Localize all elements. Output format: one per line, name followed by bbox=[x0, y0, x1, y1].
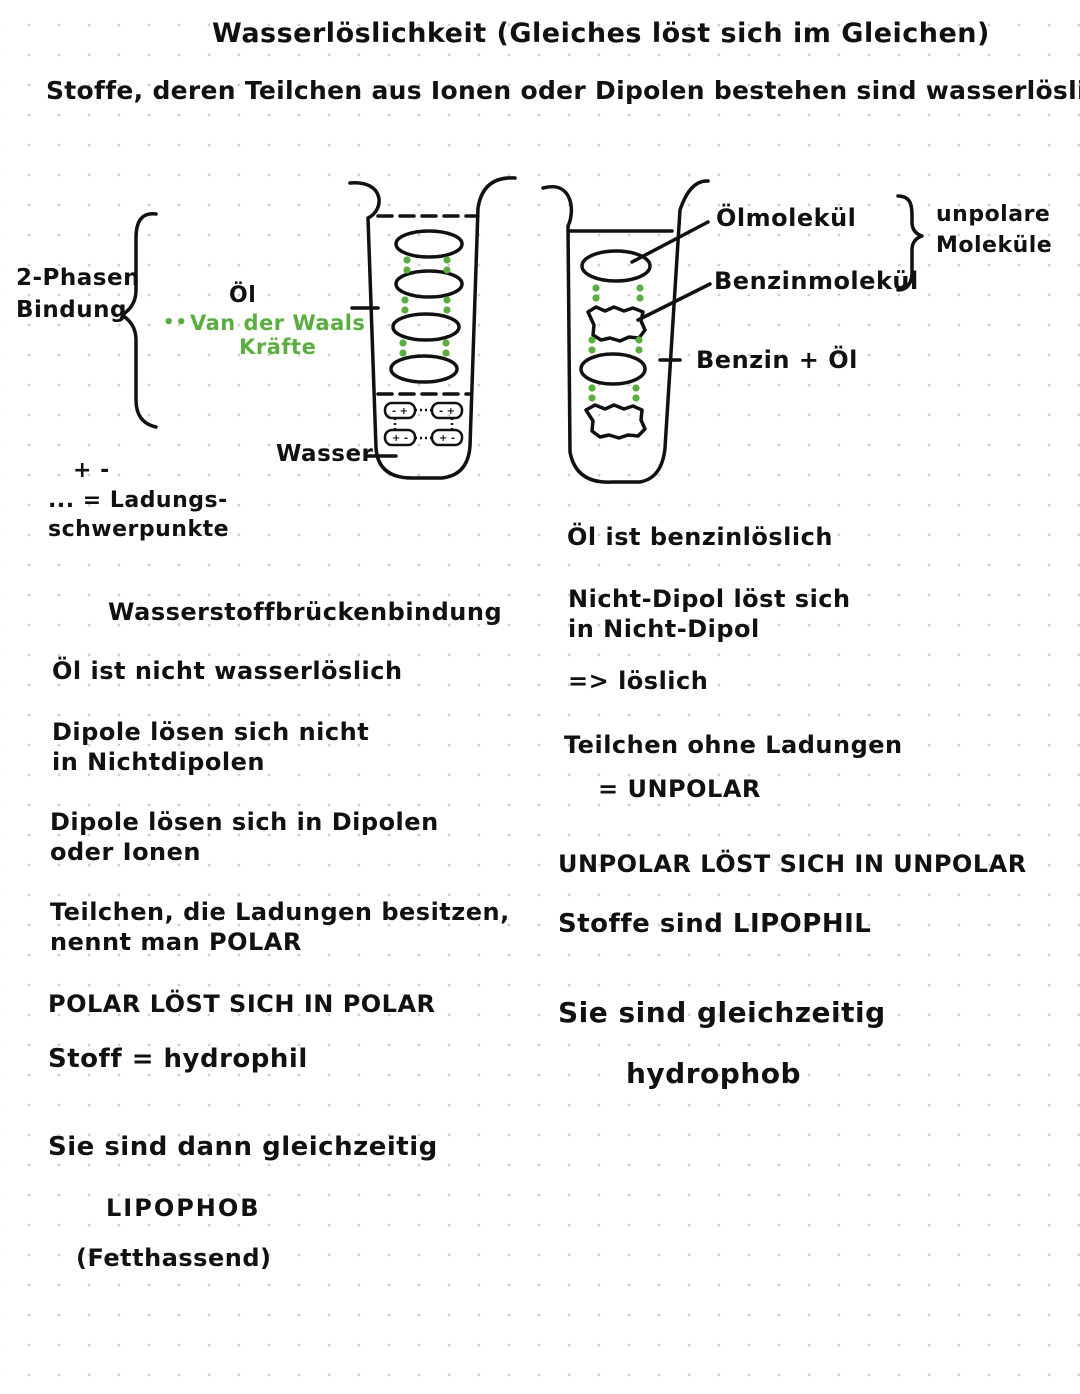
hydrophil-note: Stoff = hydrophil bbox=[48, 1044, 308, 1074]
vdw-dots-marker: •• bbox=[163, 312, 189, 333]
oil-molecule bbox=[580, 249, 652, 283]
oil-molecule bbox=[579, 352, 647, 386]
benzin-molecule bbox=[586, 305, 647, 343]
unpolar-molecules-label: unpolare Moleküle bbox=[936, 202, 1053, 258]
page-subtitle: Stoffe, deren Teilchen aus Ionen oder Di… bbox=[46, 76, 1080, 105]
dipoles-yes-note: Dipole lösen sich in Dipolen oder Ionen bbox=[50, 808, 439, 866]
svg-text:+ -: + - bbox=[439, 433, 455, 444]
water-label: Wasser bbox=[276, 441, 374, 467]
oil-benzin-note: Öl ist benzinlöslich bbox=[567, 523, 833, 551]
two-phase-label: 2-Phasen Bindung bbox=[16, 265, 140, 324]
page-title: Wasserlöslichkeit (Gleiches löst sich im… bbox=[212, 18, 990, 49]
oil-molecule bbox=[391, 312, 461, 342]
svg-text:- +: - + bbox=[439, 406, 455, 417]
lipophob-note: LIPOPHOB bbox=[106, 1194, 261, 1222]
hydrophob-note: hydrophob bbox=[626, 1057, 802, 1090]
oil-label: Öl bbox=[229, 283, 257, 308]
polar-rule-note: POLAR LÖST SICH IN POLAR bbox=[48, 990, 436, 1018]
charge-symbols: + - bbox=[73, 458, 110, 483]
benzin-molecule-label: Benzinmolekül bbox=[714, 267, 919, 295]
benzin-oil-label: Benzin + Öl bbox=[696, 346, 858, 374]
right-simultaneous-note: Sie sind gleichzeitig bbox=[558, 996, 886, 1029]
nondipole-note: Nicht-Dipol löst sich in Nicht-Dipol bbox=[568, 585, 851, 643]
svg-text:- +: - + bbox=[392, 406, 408, 417]
fetthassend-note: (Fetthassend) bbox=[76, 1244, 272, 1272]
benzin-molecule bbox=[584, 403, 647, 440]
no-charge-note: Teilchen ohne Ladungen bbox=[564, 731, 903, 759]
unpolar-note: = UNPOLAR bbox=[598, 775, 761, 803]
left-simultaneous-note: Sie sind dann gleichzeitig bbox=[48, 1132, 438, 1162]
phase-brace bbox=[120, 212, 158, 429]
unpolar-brace bbox=[896, 194, 924, 292]
oil-molecule bbox=[394, 269, 464, 299]
polar-definition-note: Teilchen, die Ladungen besitzen, nennt m… bbox=[50, 898, 510, 956]
dipoles-not-note: Dipole lösen sich nicht in Nichtdipolen bbox=[52, 718, 370, 776]
soluble-note: => löslich bbox=[568, 667, 709, 695]
oil-molecule-label: Ölmolekül bbox=[716, 204, 857, 232]
svg-text:+ -: + - bbox=[392, 433, 408, 444]
charge-legend: ... = Ladungs- schwerpunkte bbox=[48, 488, 230, 542]
unpolar-rule-note: UNPOLAR LÖST SICH IN UNPOLAR bbox=[558, 850, 1027, 878]
oil-not-soluble-note: Öl ist nicht wasserlöslich bbox=[52, 657, 403, 685]
left-tube-outline bbox=[348, 176, 517, 480]
van-der-waals-label: Van der Waals Kräfte bbox=[190, 311, 366, 360]
oil-molecule bbox=[389, 354, 459, 384]
oil-molecule bbox=[394, 229, 464, 259]
right-tube-outline bbox=[541, 179, 710, 484]
hbond-note: Wasserstoffbrückenbindung bbox=[108, 598, 503, 626]
lipophil-note: Stoffe sind LIPOPHIL bbox=[558, 909, 872, 939]
